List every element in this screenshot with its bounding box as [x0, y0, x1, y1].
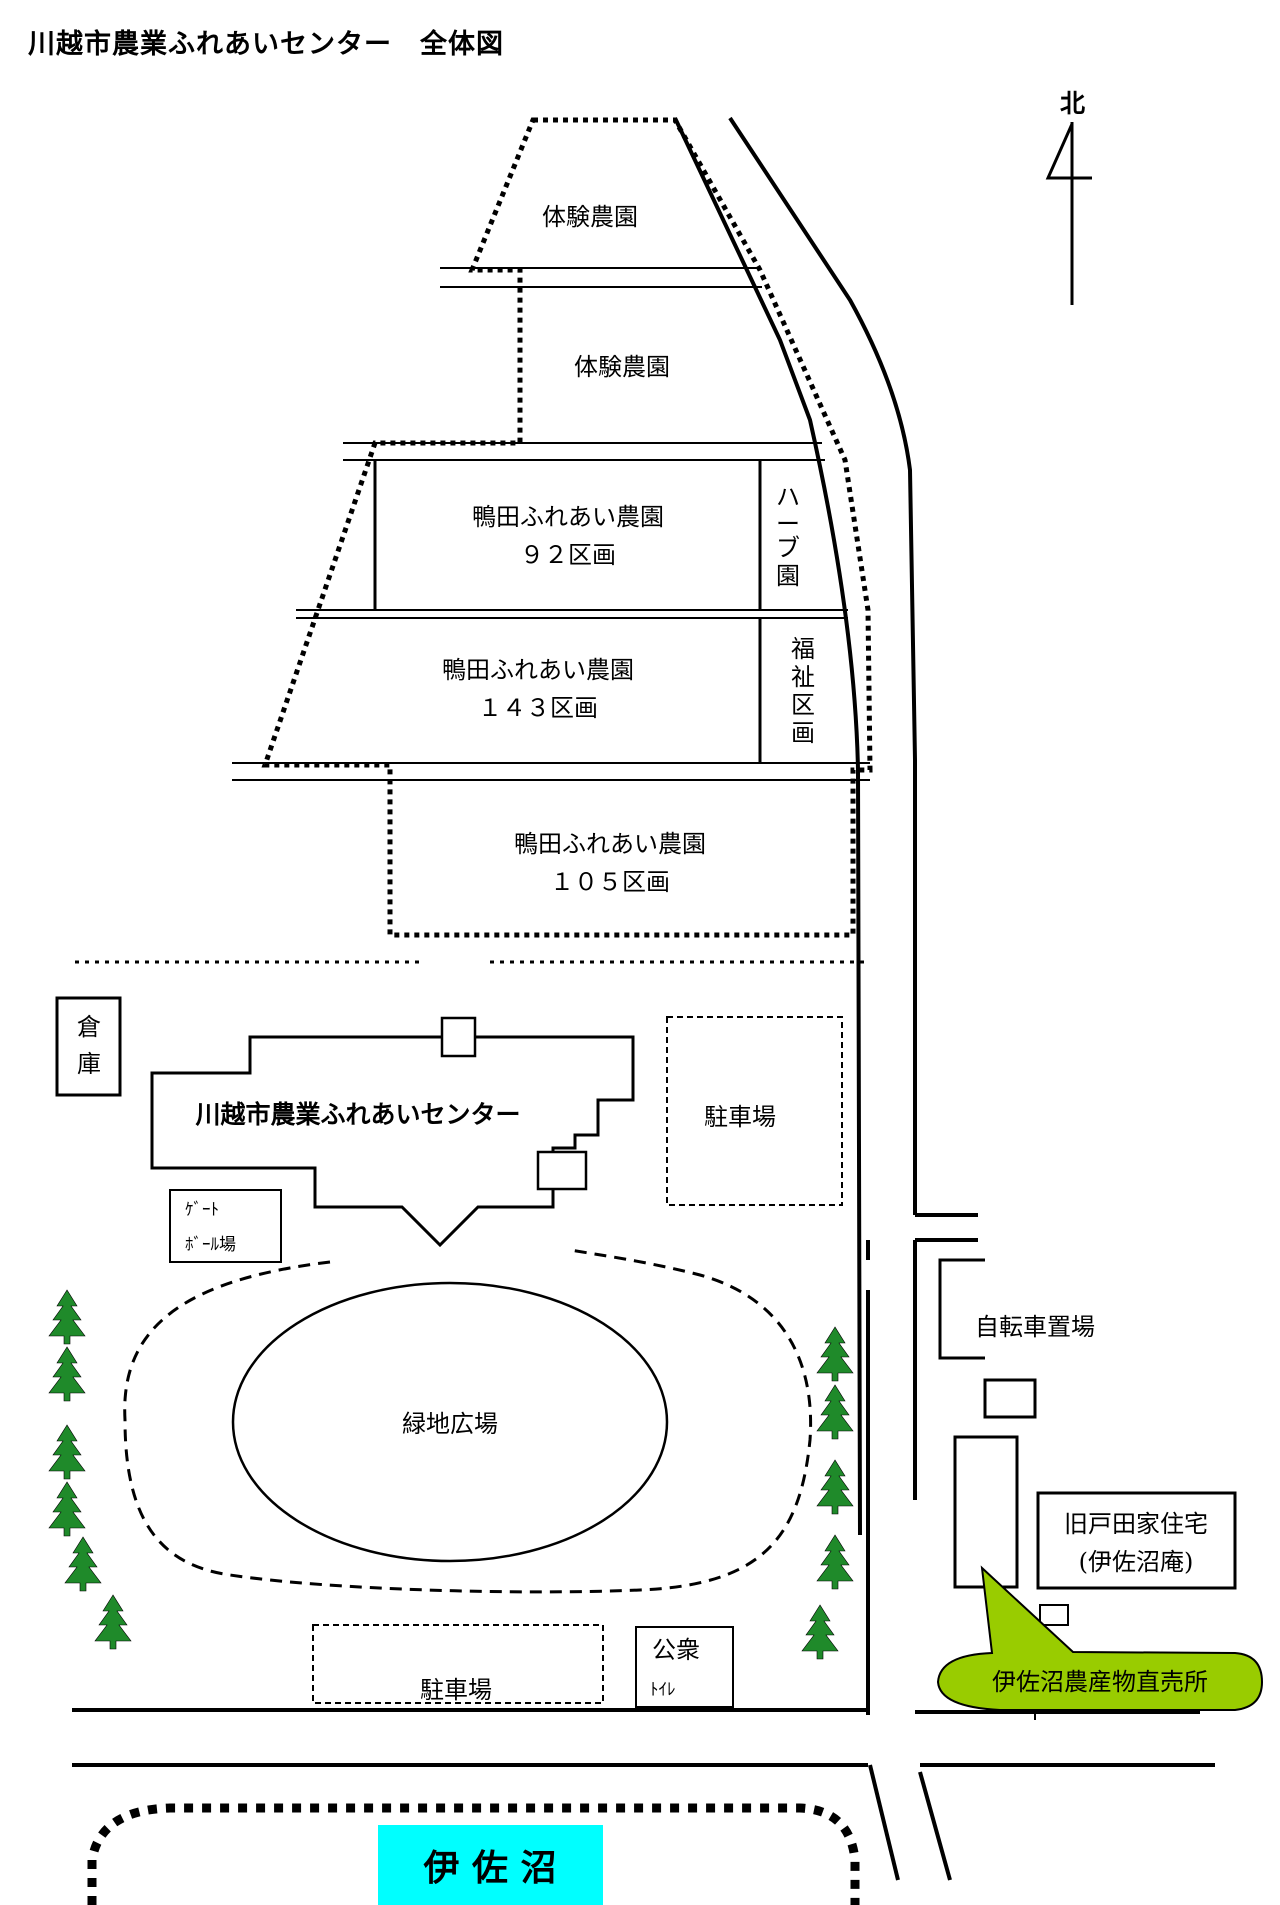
label-kamoda92-line1: 鴨田ふれあい農園 — [472, 503, 664, 531]
gateball-court: ｹﾞｰﾄ ﾎﾞｰﾙ場 — [169, 1189, 282, 1263]
map-title: 川越市農業ふれあいセンター 全体図 — [28, 29, 504, 60]
label-kamoda105-line1: 鴨田ふれあい農園 — [514, 830, 706, 858]
svg-text:(伊佐沼庵): (伊佐沼庵) — [1079, 1548, 1194, 1576]
north-arrow-icon: 北 — [1045, 89, 1092, 305]
svg-text:倉: 倉 — [77, 1013, 101, 1041]
svg-text:自転車置場: 自転車置場 — [975, 1313, 1095, 1341]
label-welfare-plots: 福 祉 区 画 — [791, 635, 815, 747]
label-kamoda143-line2: １４３区画 — [478, 694, 598, 722]
svg-text:ブ: ブ — [776, 534, 800, 562]
parking-north: 駐車場 — [666, 1016, 843, 1206]
green-plaza: 緑地広場 — [123, 1248, 813, 1594]
public-toilet: 公衆 ﾄｲﾚ — [635, 1626, 734, 1708]
label-kamoda92-line2: ９２区画 — [520, 541, 616, 569]
label-herb-garden: ハ ー ブ 園 — [776, 483, 800, 590]
former-toda-residence: 旧戸田家住宅 (伊佐沼庵) — [1036, 1491, 1237, 1590]
svg-text:駐車場: 駐車場 — [420, 1676, 492, 1704]
svg-text:旧戸田家住宅: 旧戸田家住宅 — [1064, 1510, 1208, 1538]
tree-icon — [64, 1536, 102, 1592]
label-kamoda105-line2: １０５区画 — [550, 868, 670, 896]
tree-icon — [48, 1346, 86, 1402]
center-building: 川越市農業ふれあいセンター — [150, 1016, 635, 1248]
svg-text:緑地広場: 緑地広場 — [402, 1410, 498, 1438]
tree-icons — [48, 1289, 854, 1660]
tree-icon — [816, 1459, 854, 1515]
tree-icon — [816, 1384, 854, 1440]
svg-text:祉: 祉 — [791, 663, 815, 691]
label-kamoda143-line1: 鴨田ふれあい農園 — [442, 656, 634, 684]
isanuma-lake: 伊 佐 沼 — [87, 1803, 860, 1905]
warehouse: 倉 庫 — [55, 996, 122, 1097]
north-label: 北 — [1060, 89, 1085, 118]
small-shed — [1039, 1604, 1069, 1626]
svg-text:伊佐沼農産物直売所: 伊佐沼農産物直売所 — [992, 1668, 1208, 1696]
svg-text:園: 園 — [776, 562, 800, 590]
svg-text:ﾄｲﾚ: ﾄｲﾚ — [650, 1680, 676, 1700]
tree-icon — [816, 1326, 854, 1382]
small-building — [983, 1378, 1037, 1419]
tree-icon — [816, 1534, 854, 1590]
label-farm1: 体験農園 — [542, 203, 638, 231]
parking-south: 駐車場 — [312, 1624, 604, 1704]
svg-text:区: 区 — [791, 691, 815, 719]
svg-text:福: 福 — [791, 635, 815, 663]
svg-text:ﾎﾞｰﾙ場: ﾎﾞｰﾙ場 — [185, 1235, 236, 1255]
tree-icon — [48, 1424, 86, 1480]
direct-sales-callout: 伊佐沼農産物直売所 — [936, 1565, 1264, 1711]
svg-text:駐車場: 駐車場 — [704, 1103, 776, 1131]
svg-text:ー: ー — [776, 510, 800, 538]
bicycle-parking: 自転車置場 — [938, 1258, 1095, 1360]
farm-plots — [373, 460, 762, 763]
tree-icon — [48, 1481, 86, 1537]
svg-text:ハ: ハ — [776, 483, 800, 511]
svg-text:庫: 庫 — [77, 1050, 101, 1078]
svg-text:公衆: 公衆 — [652, 1636, 700, 1664]
svg-text:伊 佐 沼: 伊 佐 沼 — [422, 1848, 556, 1889]
label-center: 川越市農業ふれあいセンター — [195, 1100, 520, 1129]
tree-icon — [48, 1289, 86, 1345]
tree-icon — [801, 1604, 839, 1660]
svg-text:画: 画 — [791, 719, 815, 747]
annex-building — [953, 1435, 1019, 1589]
label-farm2: 体験農園 — [574, 353, 670, 381]
roads — [72, 116, 1215, 1881]
tree-icon — [94, 1594, 132, 1650]
svg-text:ｹﾞｰﾄ: ｹﾞｰﾄ — [185, 1200, 219, 1220]
